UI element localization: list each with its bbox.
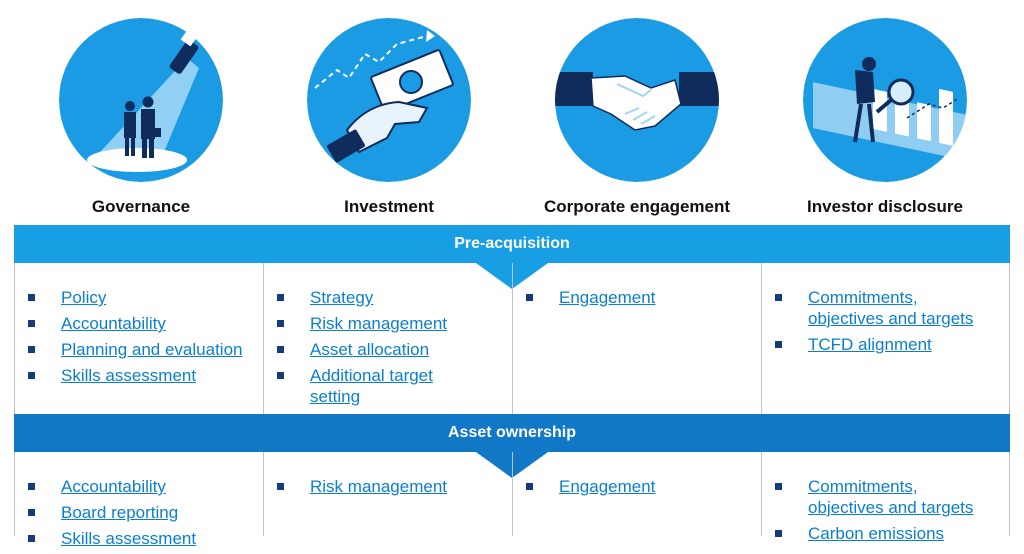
pillar-corporate-engagement: Corporate engagement: [537, 18, 737, 217]
link[interactable]: Additional target setting: [310, 366, 433, 406]
link[interactable]: Planning and evaluation: [61, 340, 243, 359]
list-item[interactable]: Planning and evaluation: [25, 339, 242, 360]
column-investment: Strategy Risk management Asset allocatio…: [264, 263, 513, 414]
bullet-icon: [28, 372, 35, 379]
spotlight-people-icon: [59, 18, 223, 182]
column-governance: Accountability Board reporting Skills as…: [15, 452, 264, 548]
column-corporate-engagement: Engagement: [513, 263, 762, 414]
bullet-icon: [28, 294, 35, 301]
section-title: Asset ownership: [447, 424, 577, 441]
pillar-label: Investment: [344, 197, 434, 216]
bullet-icon: [775, 483, 782, 490]
link[interactable]: Risk management: [310, 314, 448, 333]
bullet-icon: [277, 346, 284, 353]
column-investor-disclosure: Commitments, objectives and targets TCFD…: [762, 263, 1009, 414]
bullet-icon: [775, 341, 782, 348]
list-item[interactable]: Accountability: [25, 476, 196, 497]
list-item[interactable]: Commitments, objectives and targets: [772, 287, 997, 329]
section-band-pre-acquisition: Pre-acquisition: [14, 225, 1010, 289]
bullet-icon: [28, 509, 35, 516]
handshake-icon: [555, 18, 719, 182]
link[interactable]: Accountability: [61, 477, 166, 496]
bullet-icon: [775, 294, 782, 301]
link[interactable]: Commitments, objectives and targets: [808, 477, 974, 517]
link[interactable]: Engagement: [559, 288, 656, 307]
link[interactable]: Strategy: [310, 288, 374, 307]
list-item[interactable]: Accountability: [25, 313, 242, 334]
bullet-icon: [526, 294, 533, 301]
hand-money-icon: [307, 18, 471, 182]
link[interactable]: Engagement: [559, 477, 656, 496]
bullet-icon: [526, 483, 533, 490]
link[interactable]: Asset allocation: [310, 340, 430, 359]
pillar-investment: Investment: [289, 18, 489, 217]
bullet-icon: [277, 294, 284, 301]
link[interactable]: Skills assessment: [61, 366, 197, 385]
pillar-label: Governance: [91, 197, 191, 216]
bullet-icon: [28, 535, 35, 542]
list-item[interactable]: Policy: [25, 287, 242, 308]
pillar-row: Governance Investment: [0, 0, 1024, 220]
column-investor-disclosure: Commitments, objectives and targets Carb…: [762, 452, 1009, 543]
section-grid-pre-acquisition: Policy Accountability Planning and evalu…: [14, 263, 1010, 414]
list-item[interactable]: Asset allocation: [274, 339, 474, 360]
pillar-label: Corporate engagement: [543, 197, 731, 216]
column-corporate-engagement: Engagement: [513, 452, 762, 536]
list-item[interactable]: Risk management: [274, 476, 447, 497]
link[interactable]: Risk management: [310, 477, 448, 496]
link[interactable]: Board reporting: [61, 503, 179, 522]
link[interactable]: Carbon emissions: [808, 524, 945, 543]
bullet-icon: [277, 372, 284, 379]
list-item[interactable]: TCFD alignment: [772, 334, 997, 355]
magnifier-chart-icon: [803, 18, 967, 182]
link[interactable]: Commitments, objectives and targets: [808, 288, 974, 328]
list-item[interactable]: Engagement: [523, 287, 655, 308]
link[interactable]: Policy: [61, 288, 107, 307]
column-investment: Risk management: [264, 452, 513, 536]
list-item[interactable]: Skills assessment: [25, 528, 196, 549]
list-item[interactable]: Board reporting: [25, 502, 196, 523]
list-item[interactable]: Additional target setting: [274, 365, 474, 407]
bullet-icon: [277, 483, 284, 490]
section-band-asset-ownership: Asset ownership: [14, 414, 1010, 478]
list-item[interactable]: Carbon emissions: [772, 523, 997, 544]
list-item[interactable]: Strategy: [274, 287, 474, 308]
bullet-icon: [775, 530, 782, 537]
bullet-icon: [28, 346, 35, 353]
link[interactable]: Skills assessment: [61, 529, 197, 548]
pillar-governance: Governance: [41, 18, 241, 217]
list-item[interactable]: Risk management: [274, 313, 474, 334]
list-item[interactable]: Skills assessment: [25, 365, 242, 386]
column-governance: Policy Accountability Planning and evalu…: [15, 263, 264, 414]
pillar-investor-disclosure: Investor disclosure: [785, 18, 985, 217]
pillar-label: Investor disclosure: [807, 197, 963, 216]
link[interactable]: TCFD alignment: [808, 335, 932, 354]
section-title: Pre-acquisition: [454, 235, 570, 252]
section-grid-asset-ownership: Accountability Board reporting Skills as…: [14, 452, 1010, 548]
link[interactable]: Accountability: [61, 314, 166, 333]
bullet-icon: [277, 320, 284, 327]
list-item[interactable]: Engagement: [523, 476, 655, 497]
list-item[interactable]: Commitments, objectives and targets: [772, 476, 997, 518]
bullet-icon: [28, 320, 35, 327]
bullet-icon: [28, 483, 35, 490]
